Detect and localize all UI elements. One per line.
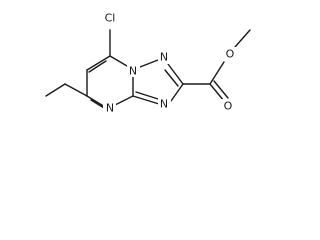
bond-c2-n3	[170, 83, 184, 102]
atom-label-o-ester: O	[226, 48, 235, 61]
atom-label-n3: N	[160, 98, 168, 111]
bond-layer	[45, 29, 251, 109]
molecule-structure: Cl N N N N O O	[45, 11, 251, 115]
bond-carbonyl-o	[209, 83, 225, 102]
atom-n3: N	[158, 98, 171, 111]
bond-carbonyl-o-double	[213, 80, 229, 99]
bond-n1-c7	[109, 55, 128, 67]
bond-c5-n4-double	[90, 99, 105, 109]
atom-label-o-carbonyl: O	[224, 100, 233, 113]
bond-n3-c3a-double	[135, 91, 159, 100]
atom-o-ester-bg	[224, 47, 237, 60]
bond-n2-c2-double	[164, 69, 179, 87]
atom-o-carbonyl: O	[221, 99, 234, 113]
bond-n3-c3a	[132, 95, 160, 105]
atom-n4: N	[103, 101, 116, 115]
atom-label-n4: N	[106, 102, 114, 115]
bond-c5-n4	[86, 95, 106, 108]
bond-ch2-ch3	[45, 83, 66, 97]
atom-n2-bg	[158, 51, 171, 64]
bond-carbonyl-oester	[209, 61, 225, 85]
atom-cl-bg	[101, 11, 119, 25]
atom-label-n2: N	[160, 51, 168, 64]
bond-c7-c6	[86, 55, 111, 71]
bond-n2-c2	[167, 63, 184, 85]
bond-oester-methyl	[234, 29, 251, 48]
bond-n1-n2	[139, 59, 159, 68]
atom-n1: N	[127, 64, 140, 78]
bond-c7-c6-double	[88, 60, 107, 73]
atom-cl: Cl	[101, 11, 119, 25]
atom-n2: N	[158, 51, 171, 64]
bond-c5-ch2	[64, 83, 88, 97]
atom-o-ester: O	[224, 47, 237, 61]
atom-n4-bg	[103, 101, 116, 114]
atom-label-cl: Cl	[105, 12, 116, 25]
atom-label-n1: N	[129, 65, 137, 78]
atom-n3-bg	[158, 98, 171, 111]
bond-n4-c3a	[114, 95, 134, 106]
atom-label-layer: Cl N N N N O O	[101, 11, 237, 115]
atom-o-carbonyl-bg	[221, 99, 234, 112]
atom-n1-bg	[127, 64, 140, 77]
